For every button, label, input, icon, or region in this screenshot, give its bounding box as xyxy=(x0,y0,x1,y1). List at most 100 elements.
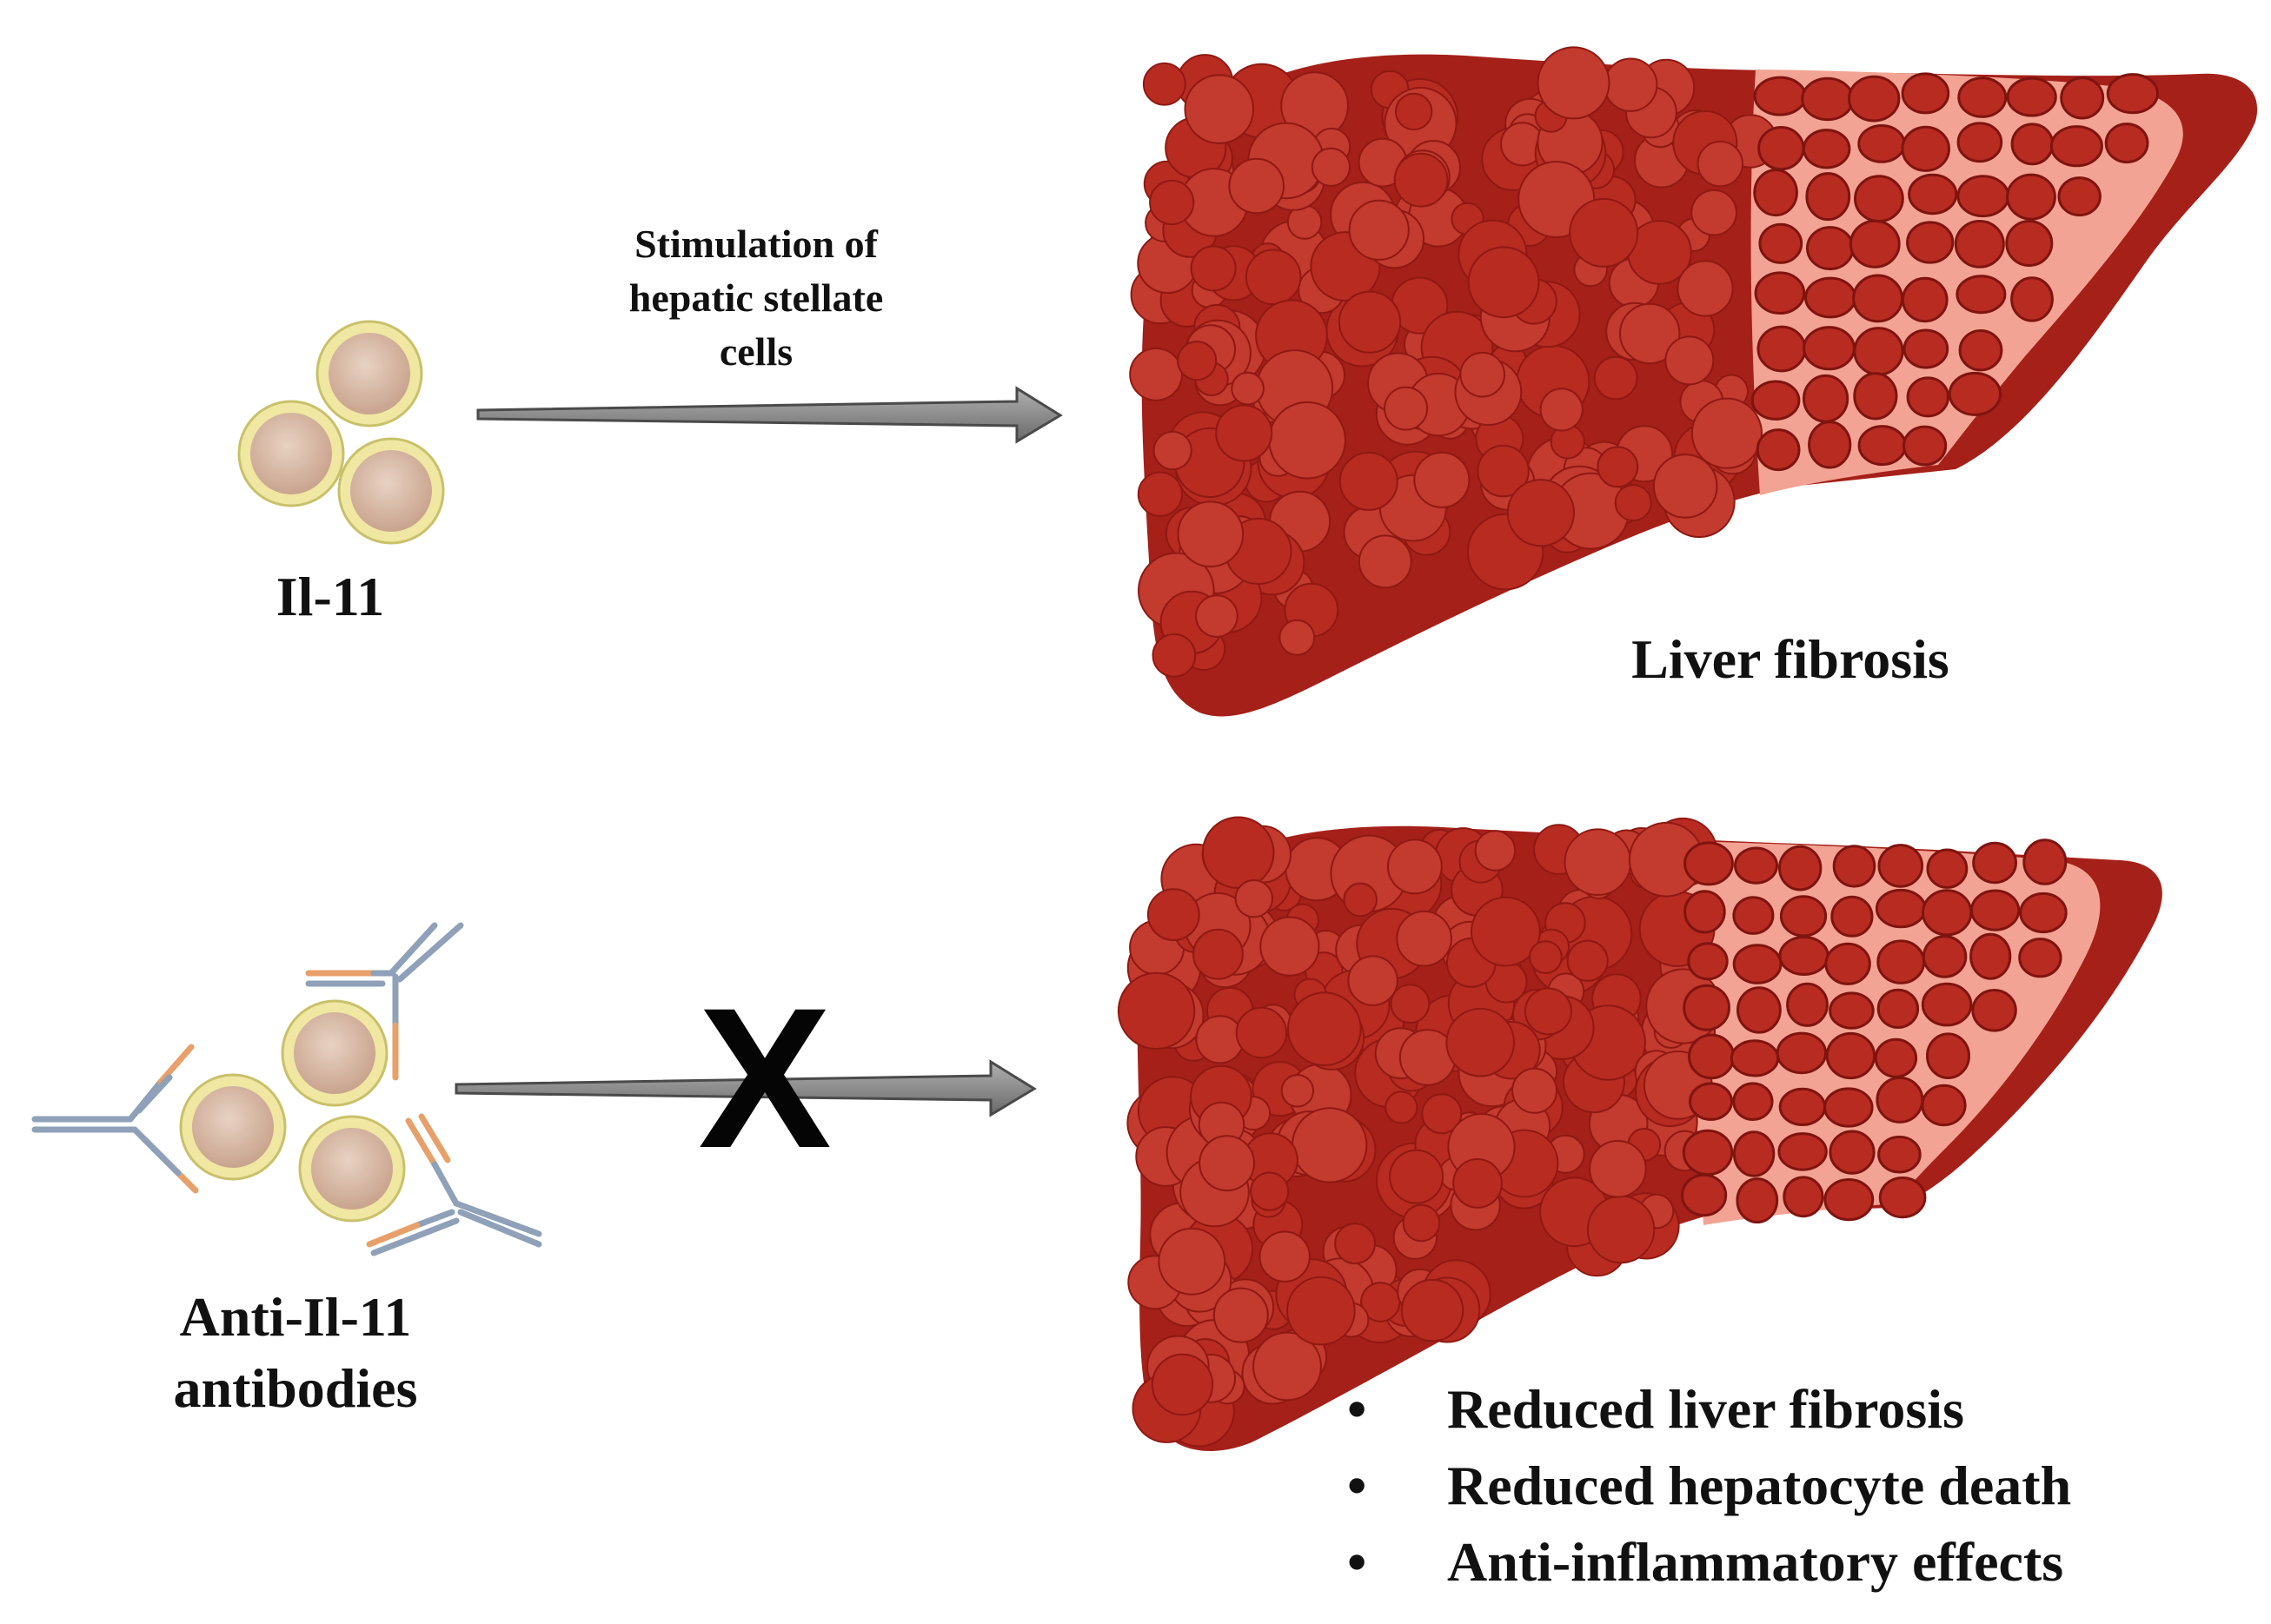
liver-cell xyxy=(1758,222,1803,264)
liver-cell xyxy=(1830,895,1874,938)
liver-cell xyxy=(1778,936,1829,976)
liver-cell xyxy=(1736,986,1782,1034)
liver-nodule xyxy=(1524,987,1572,1036)
liver-cut-pattern xyxy=(1681,839,2068,1224)
liver-nodule xyxy=(1537,46,1610,120)
liver-cell xyxy=(1970,889,2021,931)
liver-cell xyxy=(1754,271,1806,315)
liver-cell xyxy=(1786,982,1829,1027)
liver-nodule xyxy=(1452,1158,1503,1209)
liver-cell xyxy=(2018,938,2062,978)
liver-cell xyxy=(1825,1031,1876,1080)
liver-cell xyxy=(1682,1129,1734,1177)
liver-cell xyxy=(1853,327,1904,376)
liver-cell xyxy=(1753,76,1807,116)
liver-nodule xyxy=(1474,830,1517,872)
liver-cell xyxy=(1803,374,1849,423)
liver-cell xyxy=(1921,982,1973,1027)
antibody-icon xyxy=(366,1113,542,1256)
liver-nodule xyxy=(1564,828,1632,897)
liver-nodule xyxy=(1597,446,1639,488)
cytokine-cell-icon xyxy=(298,1115,406,1223)
liver-cell xyxy=(1829,1130,1876,1175)
liver-nodule xyxy=(1146,888,1200,941)
cytokine-cell-icon xyxy=(337,437,445,545)
liver-nodule xyxy=(1589,1140,1647,1198)
arrow-label-line: Stimulation of xyxy=(634,222,878,266)
liver-nodule xyxy=(1245,249,1302,306)
liver-nodule xyxy=(1259,916,1320,977)
liver-nodule xyxy=(1697,140,1744,188)
liver-nodule xyxy=(1190,245,1237,292)
liver-cell xyxy=(2106,73,2159,115)
arrow-label-line: cells xyxy=(719,329,794,374)
liver-nodule xyxy=(1385,1090,1418,1124)
cytokine-cell-icon xyxy=(315,320,423,428)
liver-cell xyxy=(1874,1037,1918,1078)
liver-nodule xyxy=(1149,179,1195,226)
liver-nodule xyxy=(1286,1276,1356,1346)
liver-nodule xyxy=(1586,1195,1656,1264)
liver-nodule xyxy=(1250,1171,1290,1211)
liver-nodule xyxy=(1511,1067,1558,1114)
liver-nodule xyxy=(1252,1331,1322,1402)
liver-cell xyxy=(2057,176,2102,217)
liver-nodule xyxy=(1338,290,1402,354)
liver-nodule xyxy=(1334,1223,1376,1265)
liver-cell xyxy=(1854,175,1904,223)
liver-cell xyxy=(1926,848,1969,889)
liver-nodule xyxy=(1235,1006,1288,1059)
liver-cell xyxy=(1857,425,1907,467)
liver-nodule xyxy=(1343,882,1378,918)
liver-cell xyxy=(1823,1087,1874,1128)
liver-nodule xyxy=(1506,479,1576,547)
liver-nodule xyxy=(1529,940,1563,974)
liver-nodule xyxy=(1539,388,1584,432)
liver-cell xyxy=(1732,1082,1774,1121)
liver-cell xyxy=(1736,1177,1779,1224)
liver-cell xyxy=(1876,939,1926,984)
liver-nodule xyxy=(1151,1353,1214,1416)
liver-nodule xyxy=(1664,335,1715,386)
arrow-label-line: hepatic stellate xyxy=(628,275,884,320)
liver-cell xyxy=(1683,984,1730,1031)
liver-nodule xyxy=(1384,386,1429,431)
liver-cut-pattern xyxy=(1750,72,2159,472)
liver-cell xyxy=(1926,1032,1970,1079)
liver-nodule xyxy=(1177,341,1218,381)
liver-cell xyxy=(1732,896,1775,935)
liver-nodule xyxy=(1347,955,1398,1006)
liver-icon xyxy=(1129,46,2258,717)
liver-nodule xyxy=(1396,910,1452,967)
liver-cell xyxy=(1753,169,1798,217)
liver-nodule xyxy=(1158,1227,1226,1296)
antibody-icon xyxy=(31,1044,199,1194)
liver-nodule xyxy=(1184,74,1255,144)
liver-nodule xyxy=(1413,451,1471,508)
liver-nodule xyxy=(1389,1149,1444,1204)
liver-cell xyxy=(2104,123,2149,164)
liver-nodule xyxy=(1652,454,1718,519)
liver-cell xyxy=(1849,219,1901,268)
liver-cell xyxy=(1922,935,1968,978)
liver-cell xyxy=(2049,125,2103,168)
liver-nodule xyxy=(1467,246,1540,319)
liver-cell xyxy=(1876,988,1920,1030)
liver-cell xyxy=(1908,173,1958,215)
antibody-icon xyxy=(305,922,464,1081)
liver-cell xyxy=(1732,1130,1776,1177)
liver-cell xyxy=(2006,76,2057,117)
liver-nodule xyxy=(1142,62,1186,106)
liver-nodule xyxy=(1614,484,1652,522)
liver-nodule xyxy=(1231,371,1265,406)
liver-nodule xyxy=(1387,839,1443,895)
liver-nodule xyxy=(1358,534,1412,589)
liver-cell xyxy=(1948,371,2002,416)
liver-nodule xyxy=(1234,878,1274,918)
liver-cell xyxy=(1687,942,1729,981)
liver-cell xyxy=(1922,889,1973,937)
liver-nodule xyxy=(1395,92,1433,131)
liver-cell xyxy=(2006,173,2056,221)
anti-il11-label-line: Anti-Il-11 xyxy=(179,1286,412,1348)
liver-fibrosis-label: Liver fibrosis xyxy=(1631,628,1949,690)
